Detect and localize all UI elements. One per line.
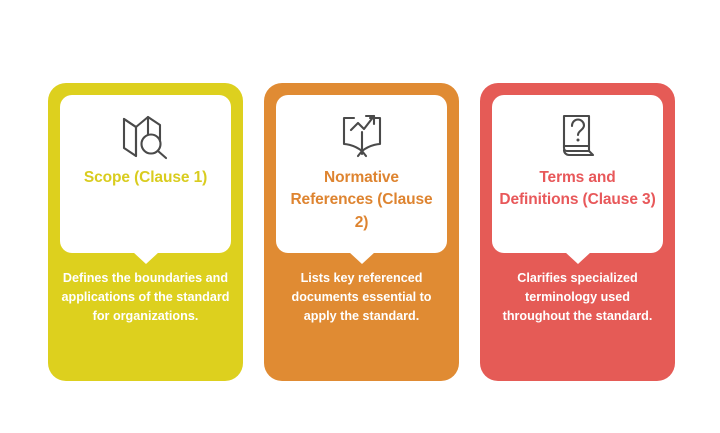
card-header-panel: Terms and Definitions (Clause 3) [492, 95, 663, 264]
card-description: Clarifies specialized terminology used t… [502, 271, 653, 324]
card-description: Lists key referenced documents essential… [291, 271, 432, 324]
card-title: Normative References (Clause 2) [290, 169, 433, 231]
card-description: Defines the boundaries and applications … [61, 271, 230, 324]
card-title: Terms and Definitions (Clause 3) [499, 169, 656, 209]
card-title: Scope (Clause 1) [83, 169, 208, 186]
bubble-notch [348, 252, 375, 264]
bubble-notch [132, 252, 159, 264]
map-search-icon [118, 109, 174, 161]
card-header-panel: Normative References (Clause 2) [276, 95, 447, 264]
card-scope[interactable]: Scope (Clause 1) Defines the boundaries … [48, 83, 243, 381]
open-book-growth-arrow-icon [336, 109, 388, 161]
book-question-mark-icon [555, 109, 601, 161]
card-normative-references[interactable]: Normative References (Clause 2) Lists ke… [264, 83, 459, 381]
card-terms-and-definitions[interactable]: Terms and Definitions (Clause 3) Clarifi… [480, 83, 675, 381]
bubble-notch [564, 252, 591, 264]
card-header-panel: Scope (Clause 1) [60, 95, 231, 264]
